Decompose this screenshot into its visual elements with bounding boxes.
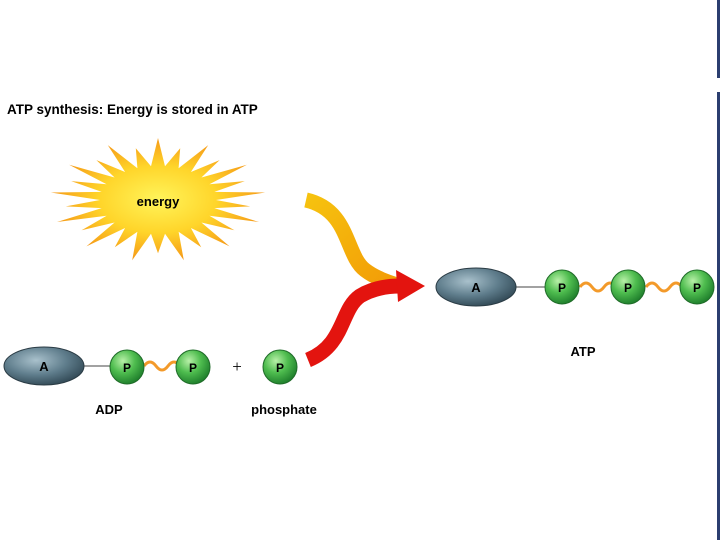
adp-caption: ADP: [95, 402, 123, 417]
atp-adenosine-label: A: [471, 280, 481, 295]
atp-phosphate-2: [610, 269, 646, 305]
energy-label: energy: [137, 194, 180, 209]
energy-starburst: energy: [50, 138, 266, 261]
plus-sign: +: [232, 357, 242, 376]
atp-molecule: A P P P ATP: [435, 267, 715, 359]
adp-phosphate-1: [109, 349, 145, 385]
phosphate-arrow: [304, 278, 401, 367]
diagram-title: ATP synthesis: Energy is stored in ATP: [7, 102, 258, 117]
energy-arrow: [303, 192, 403, 294]
atp-phosphate-1-label: P: [558, 281, 566, 295]
atp-phosphate-2-label: P: [624, 281, 632, 295]
adp-adenosine: [3, 346, 85, 386]
adp-molecule: A P P ADP: [3, 346, 211, 417]
atp-bond-1: [578, 281, 618, 293]
adp-phosphate-2-label: P: [189, 361, 197, 375]
atp-adenosine: [435, 267, 517, 307]
atp-phosphate-3: [679, 269, 715, 305]
slide-border-gap: [717, 78, 720, 92]
adp-phosphate-2: [175, 349, 211, 385]
atp-caption: ATP: [570, 344, 595, 359]
atp-phosphate-3-label: P: [693, 281, 701, 295]
free-phosphate-ball: [262, 349, 298, 385]
phosphate-caption: phosphate: [251, 402, 317, 417]
atp-bond-2: [644, 281, 684, 293]
adp-adenosine-label: A: [39, 359, 49, 374]
free-phosphate: P phosphate: [251, 349, 317, 417]
arrowhead: [396, 270, 425, 302]
adp-bond: [142, 360, 182, 372]
atp-phosphate-1: [544, 269, 580, 305]
adp-phosphate-1-label: P: [123, 361, 131, 375]
free-phosphate-label: P: [276, 361, 284, 375]
slide-border: [717, 0, 720, 540]
